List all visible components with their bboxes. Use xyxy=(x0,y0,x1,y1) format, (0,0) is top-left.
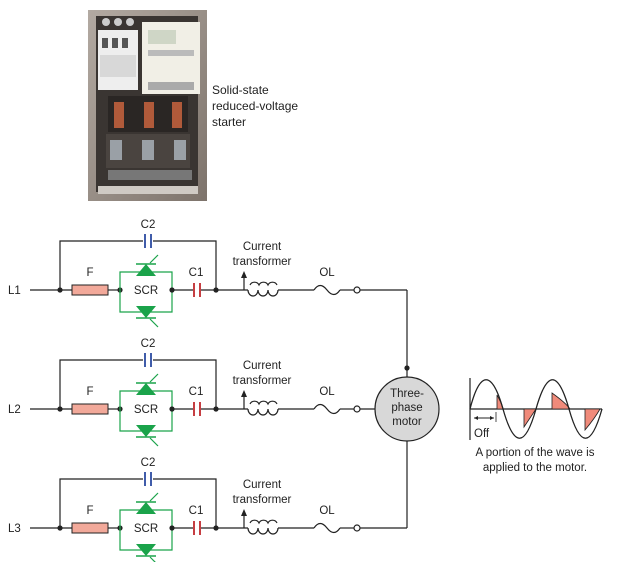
c2-label: C2 xyxy=(141,338,156,350)
c2-label: C2 xyxy=(141,457,156,469)
c1-label: C1 xyxy=(189,386,204,398)
line-label: L1 xyxy=(8,285,21,297)
ct-label: Current xyxy=(243,360,282,372)
motor-symbol xyxy=(374,376,440,442)
starter-photo xyxy=(88,10,207,201)
motor-label: Three- xyxy=(390,388,424,400)
ct-label: transformer xyxy=(233,256,292,268)
motor-label: phase xyxy=(391,402,422,414)
line-label: L2 xyxy=(8,404,21,416)
fuse-label: F xyxy=(86,267,93,279)
waveform-caption: A portion of the wave is xyxy=(476,447,595,459)
c1-label: C1 xyxy=(189,267,204,279)
phase-branch-l2 xyxy=(29,352,408,447)
phase-branch-l1 xyxy=(29,233,408,328)
line-label: L3 xyxy=(8,523,21,535)
phase-branch-l3 xyxy=(29,471,408,562)
waveform-caption: applied to the motor. xyxy=(483,462,587,474)
off-label: Off xyxy=(474,428,490,440)
ct-label: transformer xyxy=(233,375,292,387)
scr-label: SCR xyxy=(134,404,158,416)
ol-label: OL xyxy=(319,386,335,398)
caption-line: reduced-voltage xyxy=(212,99,299,113)
motor-label: motor xyxy=(392,416,422,428)
c2-label: C2 xyxy=(141,219,156,231)
ct-label: Current xyxy=(243,241,282,253)
scr-label: SCR xyxy=(134,523,158,535)
ol-label: OL xyxy=(319,505,335,517)
fuse-label: F xyxy=(86,386,93,398)
waveform xyxy=(469,378,603,440)
ct-label: Current xyxy=(243,479,282,491)
caption-line: Solid-state xyxy=(212,83,269,97)
c1-label: C1 xyxy=(189,505,204,517)
fuse-label: F xyxy=(86,505,93,517)
photo-caption: Solid-state reduced-voltage starter xyxy=(212,82,298,130)
scr-label: SCR xyxy=(134,285,158,297)
ol-label: OL xyxy=(319,267,335,279)
ct-label: transformer xyxy=(233,494,292,506)
caption-line: starter xyxy=(212,115,247,129)
